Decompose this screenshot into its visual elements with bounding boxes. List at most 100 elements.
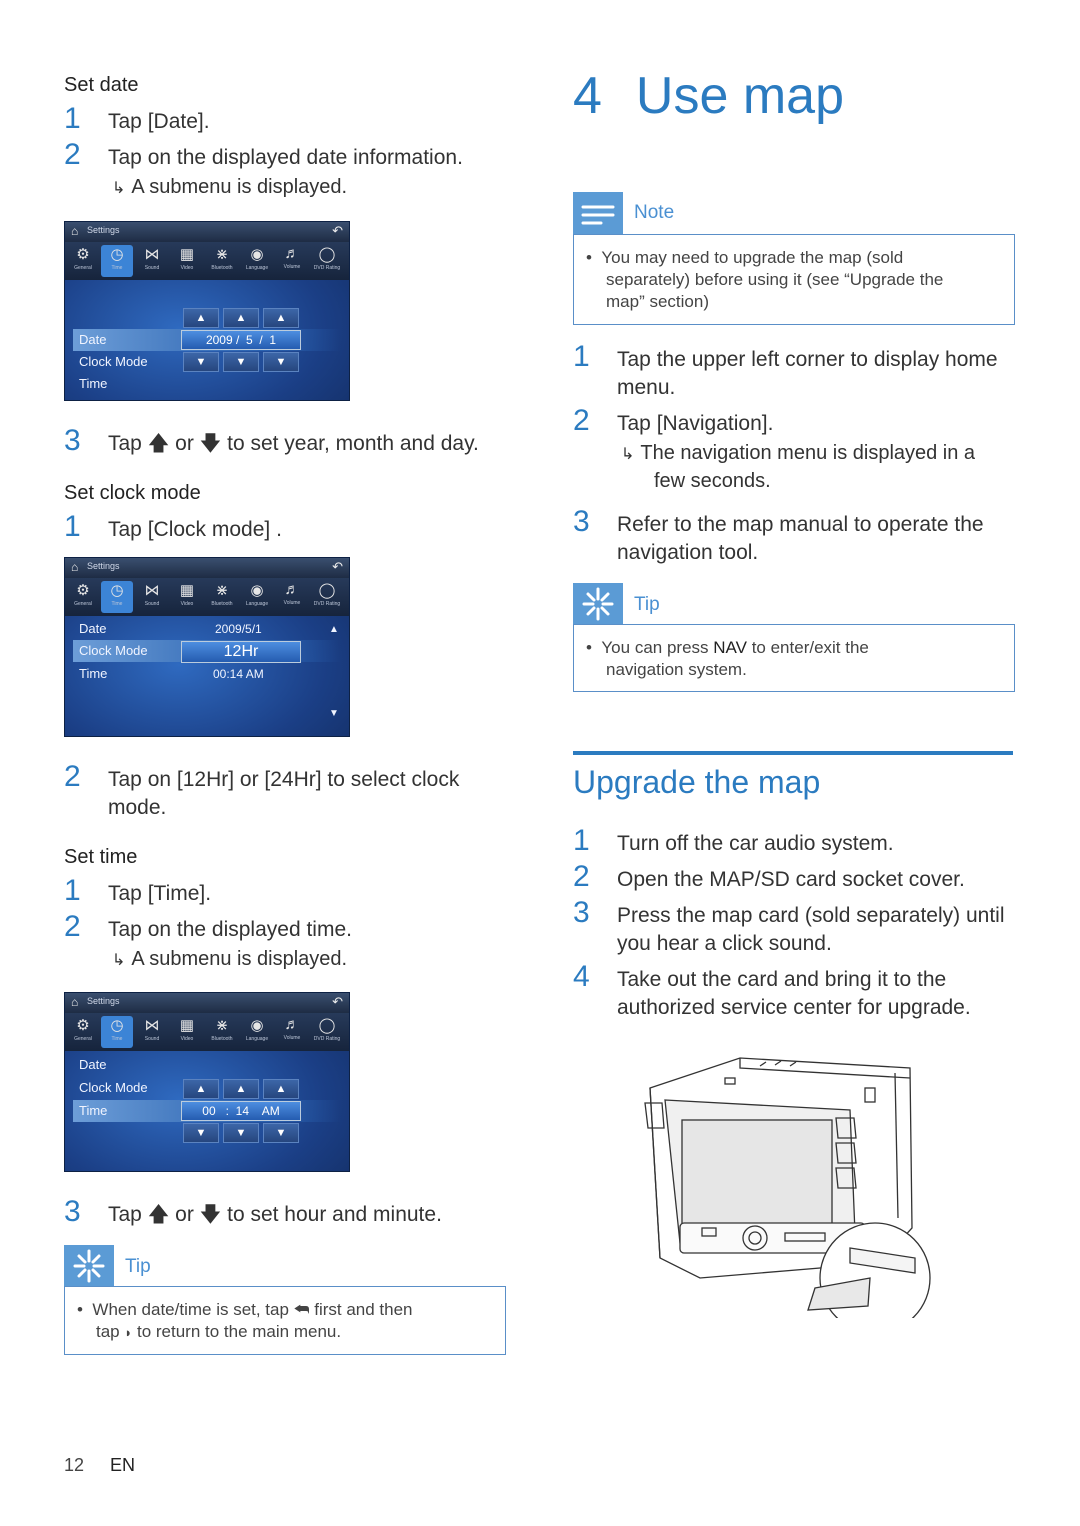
down-arrow-icon: ▼	[223, 1123, 259, 1143]
volume-icon: ♬Volume	[283, 581, 301, 606]
gear-icon: ⚙General	[74, 1017, 92, 1042]
settings-screenshot-time: ⌂Settings↶ ⚙General ◷Time ⋈Sound ▦Video …	[64, 992, 350, 1172]
gear-icon: ⚙General	[74, 582, 92, 607]
down-arrow-icon: 🡇	[199, 432, 222, 455]
step-text: Tap [Clock mode] .	[108, 518, 282, 541]
step-text: Tap 🡅 or 🡇 to set year, month and day.	[108, 432, 479, 455]
step-number: 2	[573, 860, 590, 893]
dvd-rating-icon: ◯DVD Rating	[313, 582, 341, 607]
down-arrow-icon: 🡇	[199, 1203, 222, 1226]
set-clock-mode-heading: Set clock mode	[64, 482, 201, 504]
tip-sparkle-icon	[73, 1249, 105, 1283]
settings-screenshot-date: ⌂Settings↶ ⚙General ◷Time ⋈Sound ▦Video …	[64, 221, 350, 401]
step-number: 2	[64, 138, 81, 171]
bluetooth-icon: ⋇Bluetooth	[211, 582, 233, 607]
step-result: ↳The navigation menu is displayed in a	[621, 442, 976, 464]
up-arrow-icon: ▲	[223, 1079, 259, 1099]
home-icon: ⌂	[71, 560, 79, 574]
tip-label: Tip	[125, 1256, 151, 1277]
step-number: 4	[573, 960, 590, 993]
step-text: Tap [Time].	[108, 882, 212, 905]
time-row: Time	[79, 666, 108, 681]
step-number: 1	[573, 824, 590, 857]
clock-icon: ◷Time	[101, 245, 133, 277]
step-result: ↳A submenu is displayed.	[112, 176, 348, 198]
clock-icon: ◷Time	[101, 581, 133, 613]
step-result: ↳A submenu is displayed.	[112, 948, 348, 970]
note-icon	[581, 205, 615, 225]
time-row: Time	[79, 376, 108, 391]
step-text: Tap [Date].	[108, 110, 210, 133]
tip-box: • You can press NAV to enter/exit the na…	[573, 624, 1015, 692]
up-arrow-icon: 🡅	[147, 432, 170, 455]
tip-box: • When date/time is set, tap ⮪ first and…	[64, 1286, 506, 1355]
sound-icon: ⋈Sound	[144, 246, 160, 271]
car-unit-illustration	[644, 1057, 931, 1318]
date-row: Date	[79, 621, 107, 636]
step-text: Tap on [12Hr] or [24Hr] to select clock …	[108, 768, 460, 819]
date-value: 2009/5/1	[215, 622, 262, 636]
settings-title: Settings	[87, 996, 120, 1006]
language-icon: ◉Language	[245, 1017, 269, 1042]
language-icon: ◉Language	[245, 582, 269, 607]
down-arrow-icon: ▼	[263, 352, 299, 372]
date-row: Date	[79, 1057, 107, 1072]
step-number: 3	[64, 424, 81, 457]
home-icon: ⌂	[71, 224, 79, 238]
step-number: 2	[573, 404, 590, 437]
clock-icon: ◷Time	[101, 1016, 133, 1048]
video-icon: ▦Video	[179, 582, 195, 607]
step-text: Tap on the displayed time.	[108, 918, 352, 941]
gear-icon: ⚙General	[74, 246, 92, 271]
down-arrow-icon: ▼	[183, 352, 219, 372]
down-arrow-icon: ▼	[183, 1123, 219, 1143]
sound-icon: ⋈Sound	[144, 1017, 160, 1042]
step-text: Tap [Navigation].	[617, 412, 774, 435]
back-icon: ↶	[332, 559, 343, 574]
step-number: 1	[64, 874, 81, 907]
clock-mode-row: Clock Mode	[79, 354, 148, 369]
result-arrow-icon: ↳	[112, 180, 126, 197]
step-number: 1	[64, 510, 81, 543]
up-arrow-icon: ▲	[183, 308, 219, 328]
set-time-heading: Set time	[64, 846, 138, 868]
up-arrow-icon: ▲	[263, 308, 299, 328]
volume-icon: ♬Volume	[283, 1016, 301, 1041]
set-date-heading: Set date	[64, 74, 139, 96]
section-title: Upgrade the map	[573, 764, 821, 800]
down-arrow-icon: ▼	[223, 352, 259, 372]
settings-title: Settings	[87, 561, 120, 571]
tip-text: • When date/time is set, tap ⮪ first and…	[77, 1300, 413, 1319]
step-number: 1	[573, 340, 590, 373]
tip-text-line2: tap ◗ to return to the main menu.	[96, 1322, 342, 1341]
step-text: Tap the upper left corner to display hom…	[617, 348, 998, 399]
settings-title: Settings	[87, 225, 120, 235]
video-icon: ▦Video	[179, 1017, 195, 1042]
step-text: Press the map card (sold separately) unt…	[617, 904, 1005, 955]
step-text: Turn off the car audio system.	[617, 832, 894, 855]
scroll-down-icon: ▼	[329, 708, 339, 719]
chapter-number: 4	[573, 67, 602, 125]
tip-label: Tip	[634, 594, 660, 615]
note-text: • You may need to upgrade the map (sold	[586, 248, 904, 267]
tip-badge	[64, 1245, 114, 1287]
result-arrow-icon: ↳	[621, 446, 635, 463]
up-arrow-icon: ▲	[223, 308, 259, 328]
right-half-circle-icon: ◗	[124, 1325, 133, 1340]
back-icon: ⮪	[293, 1300, 310, 1319]
language-code: EN	[110, 1455, 136, 1475]
volume-icon: ♬Volume	[283, 245, 301, 270]
home-icon: ⌂	[71, 995, 79, 1009]
step-number: 3	[573, 896, 590, 929]
time-value: 00:14 AM	[213, 667, 264, 681]
up-arrow-icon: 🡅	[147, 1203, 170, 1226]
date-value: 2009 / 5 / 1	[181, 330, 301, 350]
settings-screenshot-clock-mode: ⌂Settings↶ ⚙General ◷Time ⋈Sound ▦Video …	[64, 557, 350, 737]
step-text: Open the MAP/SD card socket cover.	[617, 868, 965, 891]
note-badge	[573, 192, 623, 234]
tip-text: • You can press NAV to enter/exit the	[586, 638, 869, 657]
result-arrow-icon: ↳	[112, 952, 126, 969]
up-arrow-icon: ▲	[183, 1079, 219, 1099]
step-number: 2	[64, 910, 81, 943]
